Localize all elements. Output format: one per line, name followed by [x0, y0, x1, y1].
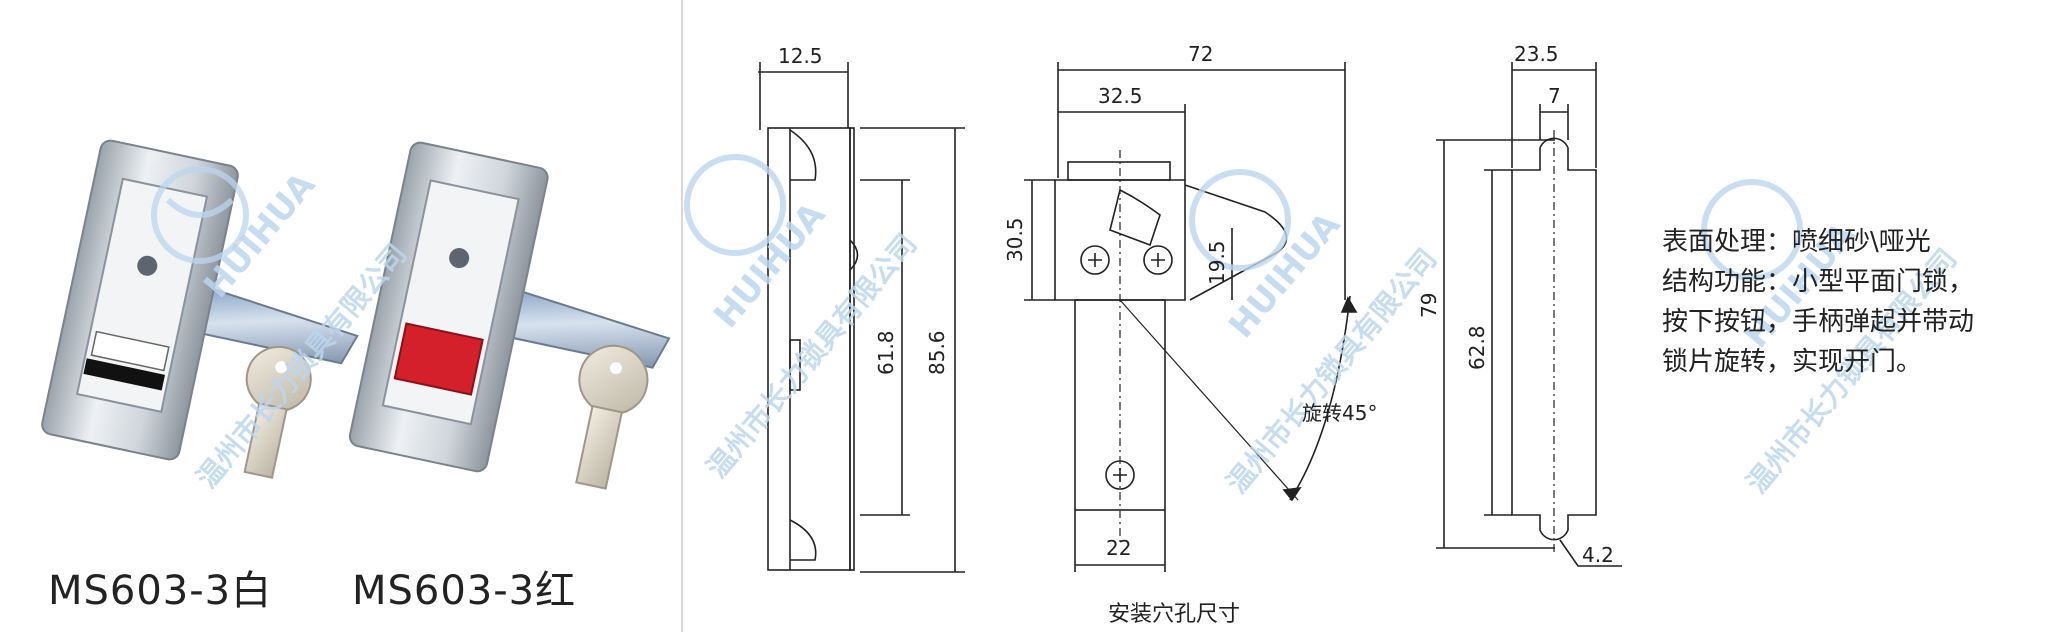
drawing-caption: 安装穴孔尺寸: [1108, 602, 1241, 627]
lock-red-keyhole-icon: [449, 248, 470, 269]
lock-white-slot: [83, 358, 165, 391]
product-label-red: MS603-3红: [352, 568, 577, 614]
key-white-icon: [243, 345, 312, 479]
spec-text: 表面处理：喷细砂\哑光 结构功能：小型平面门锁， 按下按钮，手柄弹起并带动 锁片…: [1662, 222, 2038, 382]
spec-line-4: 锁片旋转，实现开门。: [1662, 347, 1923, 377]
watermark-drawing: [684, 154, 1803, 281]
dim-front-handle: 19.5: [1205, 240, 1229, 285]
dim-cutout-radius-leader: [1559, 539, 1622, 567]
dim-cutout-radius: 4.2: [1582, 543, 1614, 567]
dim-front-width: 72: [1188, 42, 1213, 66]
front-view-head: [1054, 179, 1186, 301]
lock-white: [41, 139, 359, 461]
dim-front-head: 30.5: [1003, 217, 1027, 262]
lock-red-push-button: [393, 322, 484, 396]
spec-line-1: 表面处理：喷细砂\哑光: [1662, 227, 1931, 257]
product-photo-panel: MS603-3白 MS603-3红: [0, 0, 680, 632]
dim-side-outer: 85.6: [925, 330, 949, 375]
watermark-logo-icon-2: [1189, 169, 1291, 271]
side-view: [758, 62, 965, 573]
watermark-brand-2: HUIHUA: [706, 195, 834, 336]
lock-white-keyhole-icon: [137, 255, 158, 276]
dim-rotation: 旋转45°: [1302, 401, 1377, 425]
watermark-logo-icon: [151, 166, 249, 264]
watermark-logo-icon-1: [684, 154, 786, 256]
product-label-white: MS603-3白: [48, 568, 273, 614]
dim-cutout-slot: 7: [1548, 84, 1561, 108]
dim-cutout-height: 79: [1417, 293, 1441, 318]
dim-front-half: 32.5: [1098, 84, 1143, 108]
watermark-photo: [151, 166, 249, 264]
lock-white-push-plate: [90, 330, 170, 372]
dim-cutout-width: 23.5: [1514, 42, 1559, 66]
watermark-logo-icon-3: [1701, 179, 1803, 281]
key-red-icon: [575, 344, 649, 490]
spec-line-2: 结构功能：小型平面门锁，: [1662, 267, 1975, 297]
dim-side-width: 12.5: [778, 44, 823, 68]
spec-line-3: 按下按钮，手柄弹起并带动: [1662, 307, 1975, 337]
front-view: [1024, 62, 1358, 572]
product-photos: [41, 139, 671, 490]
dim-front-bottom: 22: [1106, 536, 1131, 560]
panel-divider: [681, 0, 683, 632]
lock-red: [348, 141, 671, 473]
rotation-arc: [1289, 295, 1351, 501]
cutout-view: [1436, 62, 1622, 567]
dim-cutout-inner: 62.8: [1465, 325, 1489, 370]
watermark-brand-1: HUIHUA: [196, 165, 324, 306]
dim-side-inner: 61.8: [874, 330, 898, 375]
